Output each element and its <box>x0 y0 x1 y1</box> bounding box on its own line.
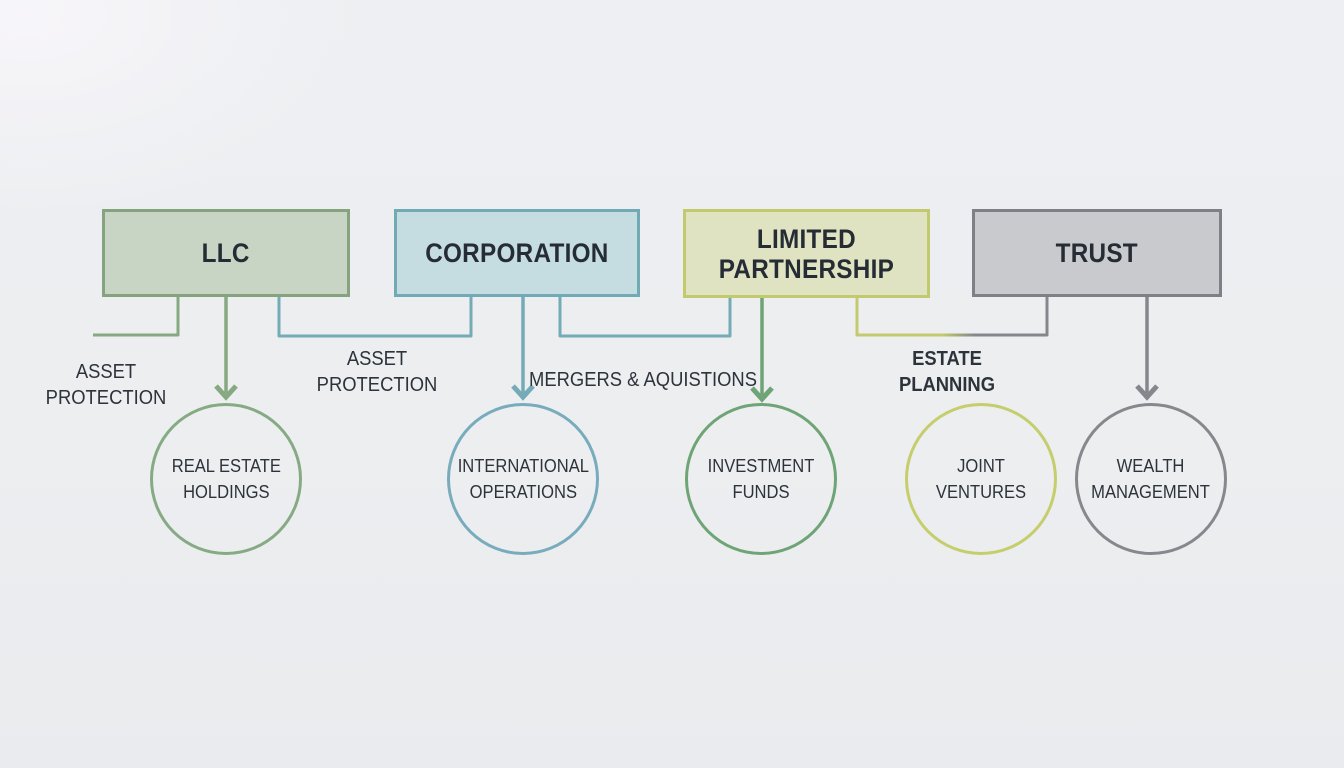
node-trust: TRUST <box>972 209 1222 297</box>
leaf-international-operations-label: INTERNATIONAL OPERATIONS <box>457 456 589 502</box>
edge-label-asset-protection-llc-corp: ASSET PROTECTION <box>316 348 438 396</box>
leaf-real-estate-holdings: REAL ESTATE HOLDINGS <box>150 403 302 555</box>
node-corporation: CORPORATION <box>394 209 640 297</box>
leaf-joint-ventures-label: JOINT VENTURES <box>935 456 1027 502</box>
leaf-international-operations: INTERNATIONAL OPERATIONS <box>447 403 599 555</box>
node-limited-partnership-label: LIMITED PARTNERSHIP <box>718 223 895 284</box>
connector-corporation-partnership <box>558 296 732 338</box>
node-trust-label: TRUST <box>1055 238 1139 268</box>
arrowhead-partnership-investment <box>750 386 774 403</box>
arrowhead-llc-real-estate <box>214 384 238 401</box>
leaf-real-estate-holdings-label: REAL ESTATE HOLDINGS <box>171 456 281 502</box>
node-corporation-label: CORPORATION <box>425 238 609 268</box>
edge-label-mergers-acquisitions: MERGERS & AQUISTIONS <box>528 369 757 391</box>
leaf-investment-funds-label: INVESTMENT FUNDS <box>707 456 815 502</box>
leaf-wealth-management: WEALTH MANAGEMENT <box>1075 403 1227 555</box>
node-llc: LLC <box>102 209 350 297</box>
edge-label-asset-protection-llc: ASSET PROTECTION <box>45 361 167 409</box>
edge-label-estate-planning: ESTATE PLANNING <box>898 348 996 396</box>
connector-partnership-trust <box>855 296 1049 337</box>
node-limited-partnership: LIMITED PARTNERSHIP <box>683 209 930 298</box>
node-llc-label: LLC <box>201 238 251 268</box>
connector-llc-corporation <box>277 296 473 338</box>
leaf-joint-ventures: JOINT VENTURES <box>905 403 1057 555</box>
connector-llc-asset-protection <box>93 296 180 337</box>
leaf-wealth-management-label: WEALTH MANAGEMENT <box>1091 456 1211 502</box>
arrowhead-trust-wealth <box>1135 384 1159 401</box>
arrowhead-corporation-international <box>511 384 535 401</box>
leaf-investment-funds: INVESTMENT FUNDS <box>685 403 837 555</box>
